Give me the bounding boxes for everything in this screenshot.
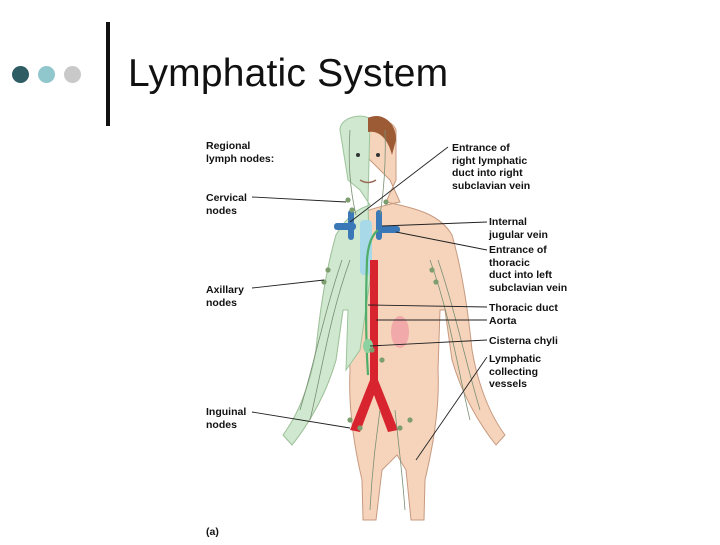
lymphatic-vessels [299,129,481,511]
label-lymphatic-vessels: Lymphatic collecting vessels [489,353,542,390]
label-cisterna-chyli: Cisterna chyli [489,335,558,347]
label-regional-nodes: Regional lymph nodes: [206,140,275,165]
label-panel-a: (a) [206,526,219,538]
label-entrance-thoracic-duct: Entrance of thoracic duct into left subc… [489,244,568,294]
slide-title: Lymphatic System [128,52,449,95]
lymph-nodes [321,197,439,431]
trachea [360,220,372,275]
body-illustration [251,115,506,521]
label-entrance-right-duct: Entrance of right lymphatic duct into ri… [452,142,531,192]
subclavian-veins [334,210,400,240]
dot-dark [12,66,29,83]
dot-teal [38,66,55,83]
kidney [391,316,409,348]
dot-gray [64,66,81,83]
leader-lines [251,146,488,461]
title-dots [12,66,81,83]
label-internal-jugular-vein: Internal jugular vein [489,216,548,241]
label-aorta: Aorta [489,315,517,327]
label-axillary-nodes: Axillary nodes [206,284,244,309]
label-cervical-nodes: Cervical nodes [206,192,247,217]
title-divider [106,22,110,126]
label-thoracic-duct: Thoracic duct [489,302,558,314]
label-inguinal-nodes: Inguinal nodes [206,406,247,431]
lymphatic-figure: Regional lymph nodes: Cervical nodes Axi… [200,110,580,540]
